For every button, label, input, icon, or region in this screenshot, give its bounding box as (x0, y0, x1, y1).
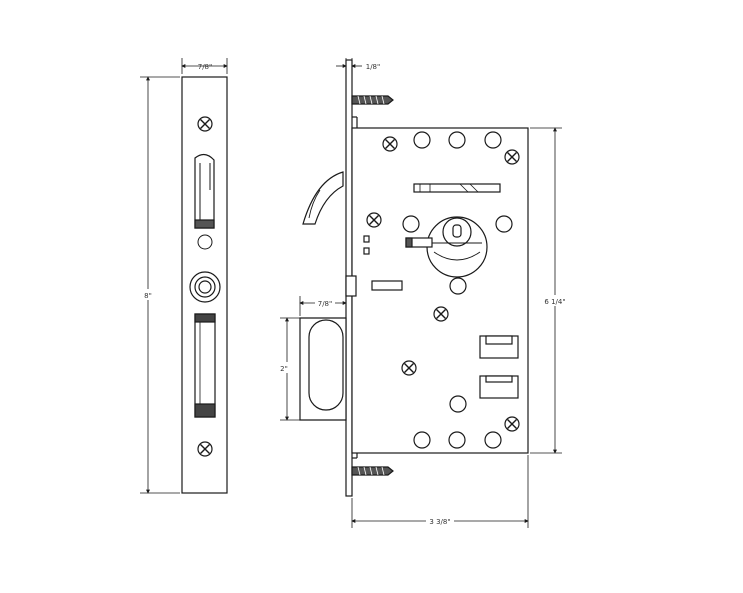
dim-faceplate-width: 7/8" (198, 63, 213, 71)
screw-icon (382, 136, 398, 152)
dim-case-width: 3 3/8" (429, 518, 450, 526)
faceplate-front-view (181, 76, 228, 494)
screw-icon (366, 212, 382, 228)
front-dimensions (140, 58, 228, 494)
dim-pull-height: 2" (280, 365, 288, 373)
dim-faceplate-height: 8" (144, 292, 152, 300)
dim-case-height: 6 1/4" (544, 298, 565, 306)
screw-icon (504, 149, 520, 165)
lock-side-view (299, 59, 529, 497)
screw-icon (401, 360, 417, 376)
screw-icon (197, 441, 213, 457)
screw-icon (197, 116, 213, 132)
screw-icon (433, 306, 449, 322)
dim-side-plate-thickness: 1/8" (366, 63, 381, 71)
dim-pull-depth: 7/8" (318, 300, 333, 308)
screw-icon (504, 416, 520, 432)
